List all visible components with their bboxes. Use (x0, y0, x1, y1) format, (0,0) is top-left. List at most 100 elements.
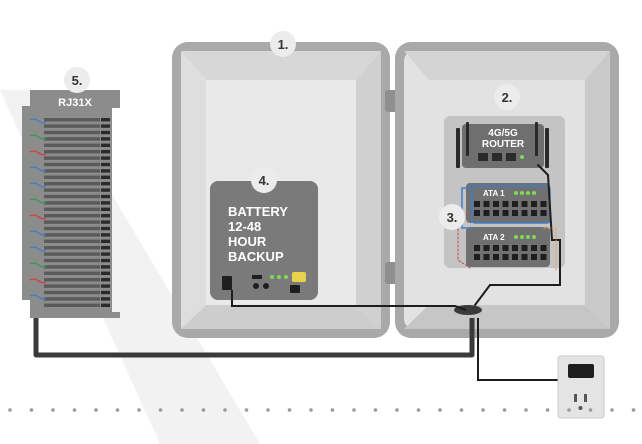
battery-backup: BATTERY 12-48 HOUR BACKUP (210, 181, 318, 300)
marker-1: 1. (270, 31, 296, 57)
marker-2: 2. (494, 84, 520, 110)
phone-port (483, 254, 490, 260)
terminal-clip (101, 226, 110, 231)
terminal-row (44, 118, 100, 122)
terminal-row (44, 303, 100, 307)
antenna-icon (535, 122, 538, 156)
phone-port (502, 210, 509, 216)
terminal-clip (101, 220, 110, 224)
jumper-wire (29, 278, 47, 284)
baseline-dot (438, 408, 442, 412)
terminal-clip (101, 150, 110, 154)
terminal-row (44, 220, 100, 224)
terminal-row (44, 124, 100, 128)
phone-port (521, 245, 528, 251)
phone-port (540, 201, 547, 207)
terminal-row (44, 239, 100, 243)
ata-1-label: ATA 1 (483, 189, 505, 198)
baseline-dot (567, 408, 571, 412)
terminal-clip (101, 175, 110, 179)
battery-indicator (292, 272, 306, 282)
power-switch (290, 285, 300, 293)
antenna-icon (545, 128, 549, 168)
battery-label-line1: BATTERY (228, 204, 288, 219)
terminal-row (44, 265, 100, 269)
battery-port (263, 283, 269, 289)
jumper-wire (29, 166, 47, 172)
terminal-row (44, 258, 100, 263)
phone-port (483, 245, 490, 251)
terminal-row (44, 290, 100, 295)
terminal-clip (101, 278, 110, 282)
battery-label-line2: 12-48 (228, 219, 261, 234)
phone-port (483, 201, 490, 207)
terminal-clip (101, 214, 110, 218)
terminal-row (44, 278, 100, 282)
plug-adapter-icon (568, 364, 594, 378)
status-led (284, 275, 288, 279)
router-device: 4G/5G ROUTER (456, 122, 549, 168)
status-led (520, 155, 524, 159)
status-led (277, 275, 281, 279)
baseline-dot (459, 408, 464, 412)
phone-port (521, 210, 528, 216)
baseline-dot (29, 408, 34, 412)
phone-port (493, 201, 499, 207)
terminal-clip (101, 239, 110, 243)
jumper-wire (29, 262, 47, 268)
terminal-clip (101, 156, 110, 160)
phone-port (512, 201, 518, 207)
phone-port (540, 245, 547, 251)
baseline-dot (610, 408, 614, 412)
terminal-clip (101, 124, 110, 128)
terminal-row (44, 194, 100, 199)
marker-5-label: 5. (72, 73, 83, 88)
wall-outlet (557, 355, 605, 419)
baseline-dot (115, 408, 120, 412)
phone-port (502, 245, 509, 251)
baseline-dot (330, 408, 335, 412)
phone-port (531, 210, 537, 216)
baseline-dot (373, 408, 378, 412)
marker-4: 4. (251, 167, 277, 193)
phone-port (540, 254, 547, 260)
baseline-dot (545, 408, 550, 412)
phone-port (474, 201, 480, 207)
marker-5: 5. (64, 67, 90, 93)
terminal-clip (101, 143, 110, 147)
terminal-clip (101, 265, 110, 269)
baseline-dot (94, 408, 98, 412)
terminal-clip (101, 201, 110, 205)
baseline-dot (201, 408, 206, 412)
baseline-dot (137, 408, 141, 412)
terminal-clip (101, 188, 110, 192)
outlet-slot (574, 394, 577, 402)
terminal-clip (101, 233, 110, 237)
terminal-row (44, 162, 100, 167)
terminal-clip (101, 271, 110, 275)
terminal-clip (101, 303, 110, 307)
terminal-row (44, 188, 100, 192)
terminal-clip (101, 182, 110, 186)
outlet-slot (584, 394, 587, 402)
terminal-row (44, 226, 100, 231)
terminal-row (44, 271, 100, 275)
phone-port (493, 245, 499, 251)
terminal-clip (101, 290, 110, 295)
battery-label-line3: HOUR (228, 234, 267, 249)
ata-1-device: ATA 1 (466, 183, 551, 224)
phone-port (531, 201, 537, 207)
jumper-wire (29, 214, 47, 220)
marker-3: 3. (439, 204, 465, 230)
jumper-wire (29, 294, 47, 300)
phone-port (474, 254, 480, 260)
rj31x-label: RJ31X (58, 97, 92, 109)
terminal-clip (101, 258, 110, 263)
dotted-baseline (8, 408, 636, 412)
router-port (492, 153, 502, 161)
terminal-row (44, 207, 100, 211)
terminal-row (44, 214, 100, 218)
terminal-row (44, 169, 100, 173)
jumper-wire (29, 118, 47, 124)
